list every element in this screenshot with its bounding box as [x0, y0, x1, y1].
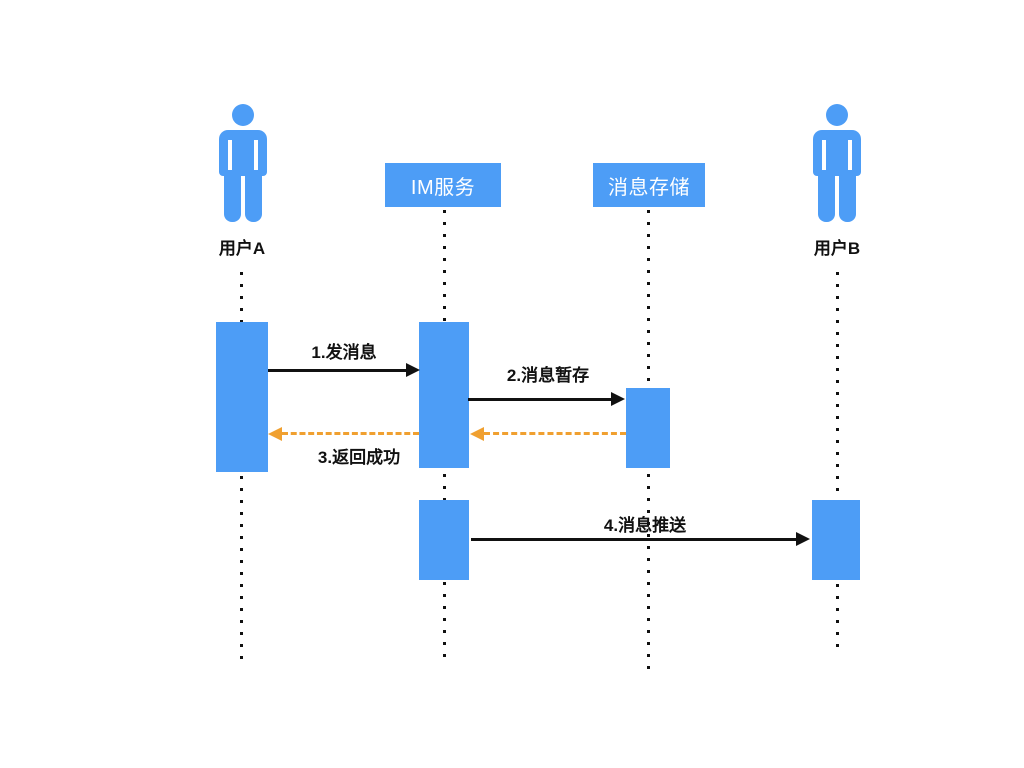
message-line-2	[468, 398, 613, 401]
message-label-1: 1.发消息	[311, 343, 377, 362]
message-label-3: 3.返回成功	[317, 448, 401, 467]
actor-arm-gap-left	[822, 140, 826, 174]
activation-bar-im-service-2	[419, 500, 469, 580]
actor-arm-gap-right	[848, 140, 852, 174]
actor-label-user-b: 用户B	[813, 239, 861, 258]
actor-head-icon	[826, 104, 848, 126]
actor-user-a	[211, 104, 275, 224]
activation-bar-user-a	[216, 322, 268, 472]
actor-user-b	[805, 104, 869, 224]
message-line-3-service-to-user-a	[282, 432, 419, 435]
message-arrowhead-4	[796, 532, 810, 546]
activation-bar-user-b	[812, 500, 860, 580]
participant-box-message-store[interactable]: 消息存储	[593, 163, 705, 207]
activation-bar-message-store	[626, 388, 670, 468]
message-label-2: 2.消息暂存	[506, 366, 590, 385]
message-arrowhead-1	[406, 363, 420, 377]
actor-leg-left	[224, 170, 241, 222]
actor-leg-left	[818, 170, 835, 222]
message-line-4	[471, 538, 798, 541]
message-arrowhead-3-at-service	[470, 427, 484, 441]
message-label-4: 4.消息推送	[603, 516, 687, 535]
message-arrowhead-2	[611, 392, 625, 406]
activation-bar-im-service-1	[419, 322, 469, 468]
lifeline-user-b	[836, 272, 839, 652]
actor-arm-gap-right	[254, 140, 258, 174]
actor-leg-right	[839, 170, 856, 222]
actor-body-icon	[219, 130, 267, 176]
actor-leg-right	[245, 170, 262, 222]
message-line-3-store-to-service	[484, 432, 626, 435]
actor-arm-gap-left	[228, 140, 232, 174]
message-arrowhead-3-at-user-a	[268, 427, 282, 441]
actor-body-icon	[813, 130, 861, 176]
message-line-1	[268, 369, 408, 372]
participant-box-im-service[interactable]: IM服务	[385, 163, 501, 207]
actor-head-icon	[232, 104, 254, 126]
actor-label-user-a: 用户A	[218, 239, 266, 258]
